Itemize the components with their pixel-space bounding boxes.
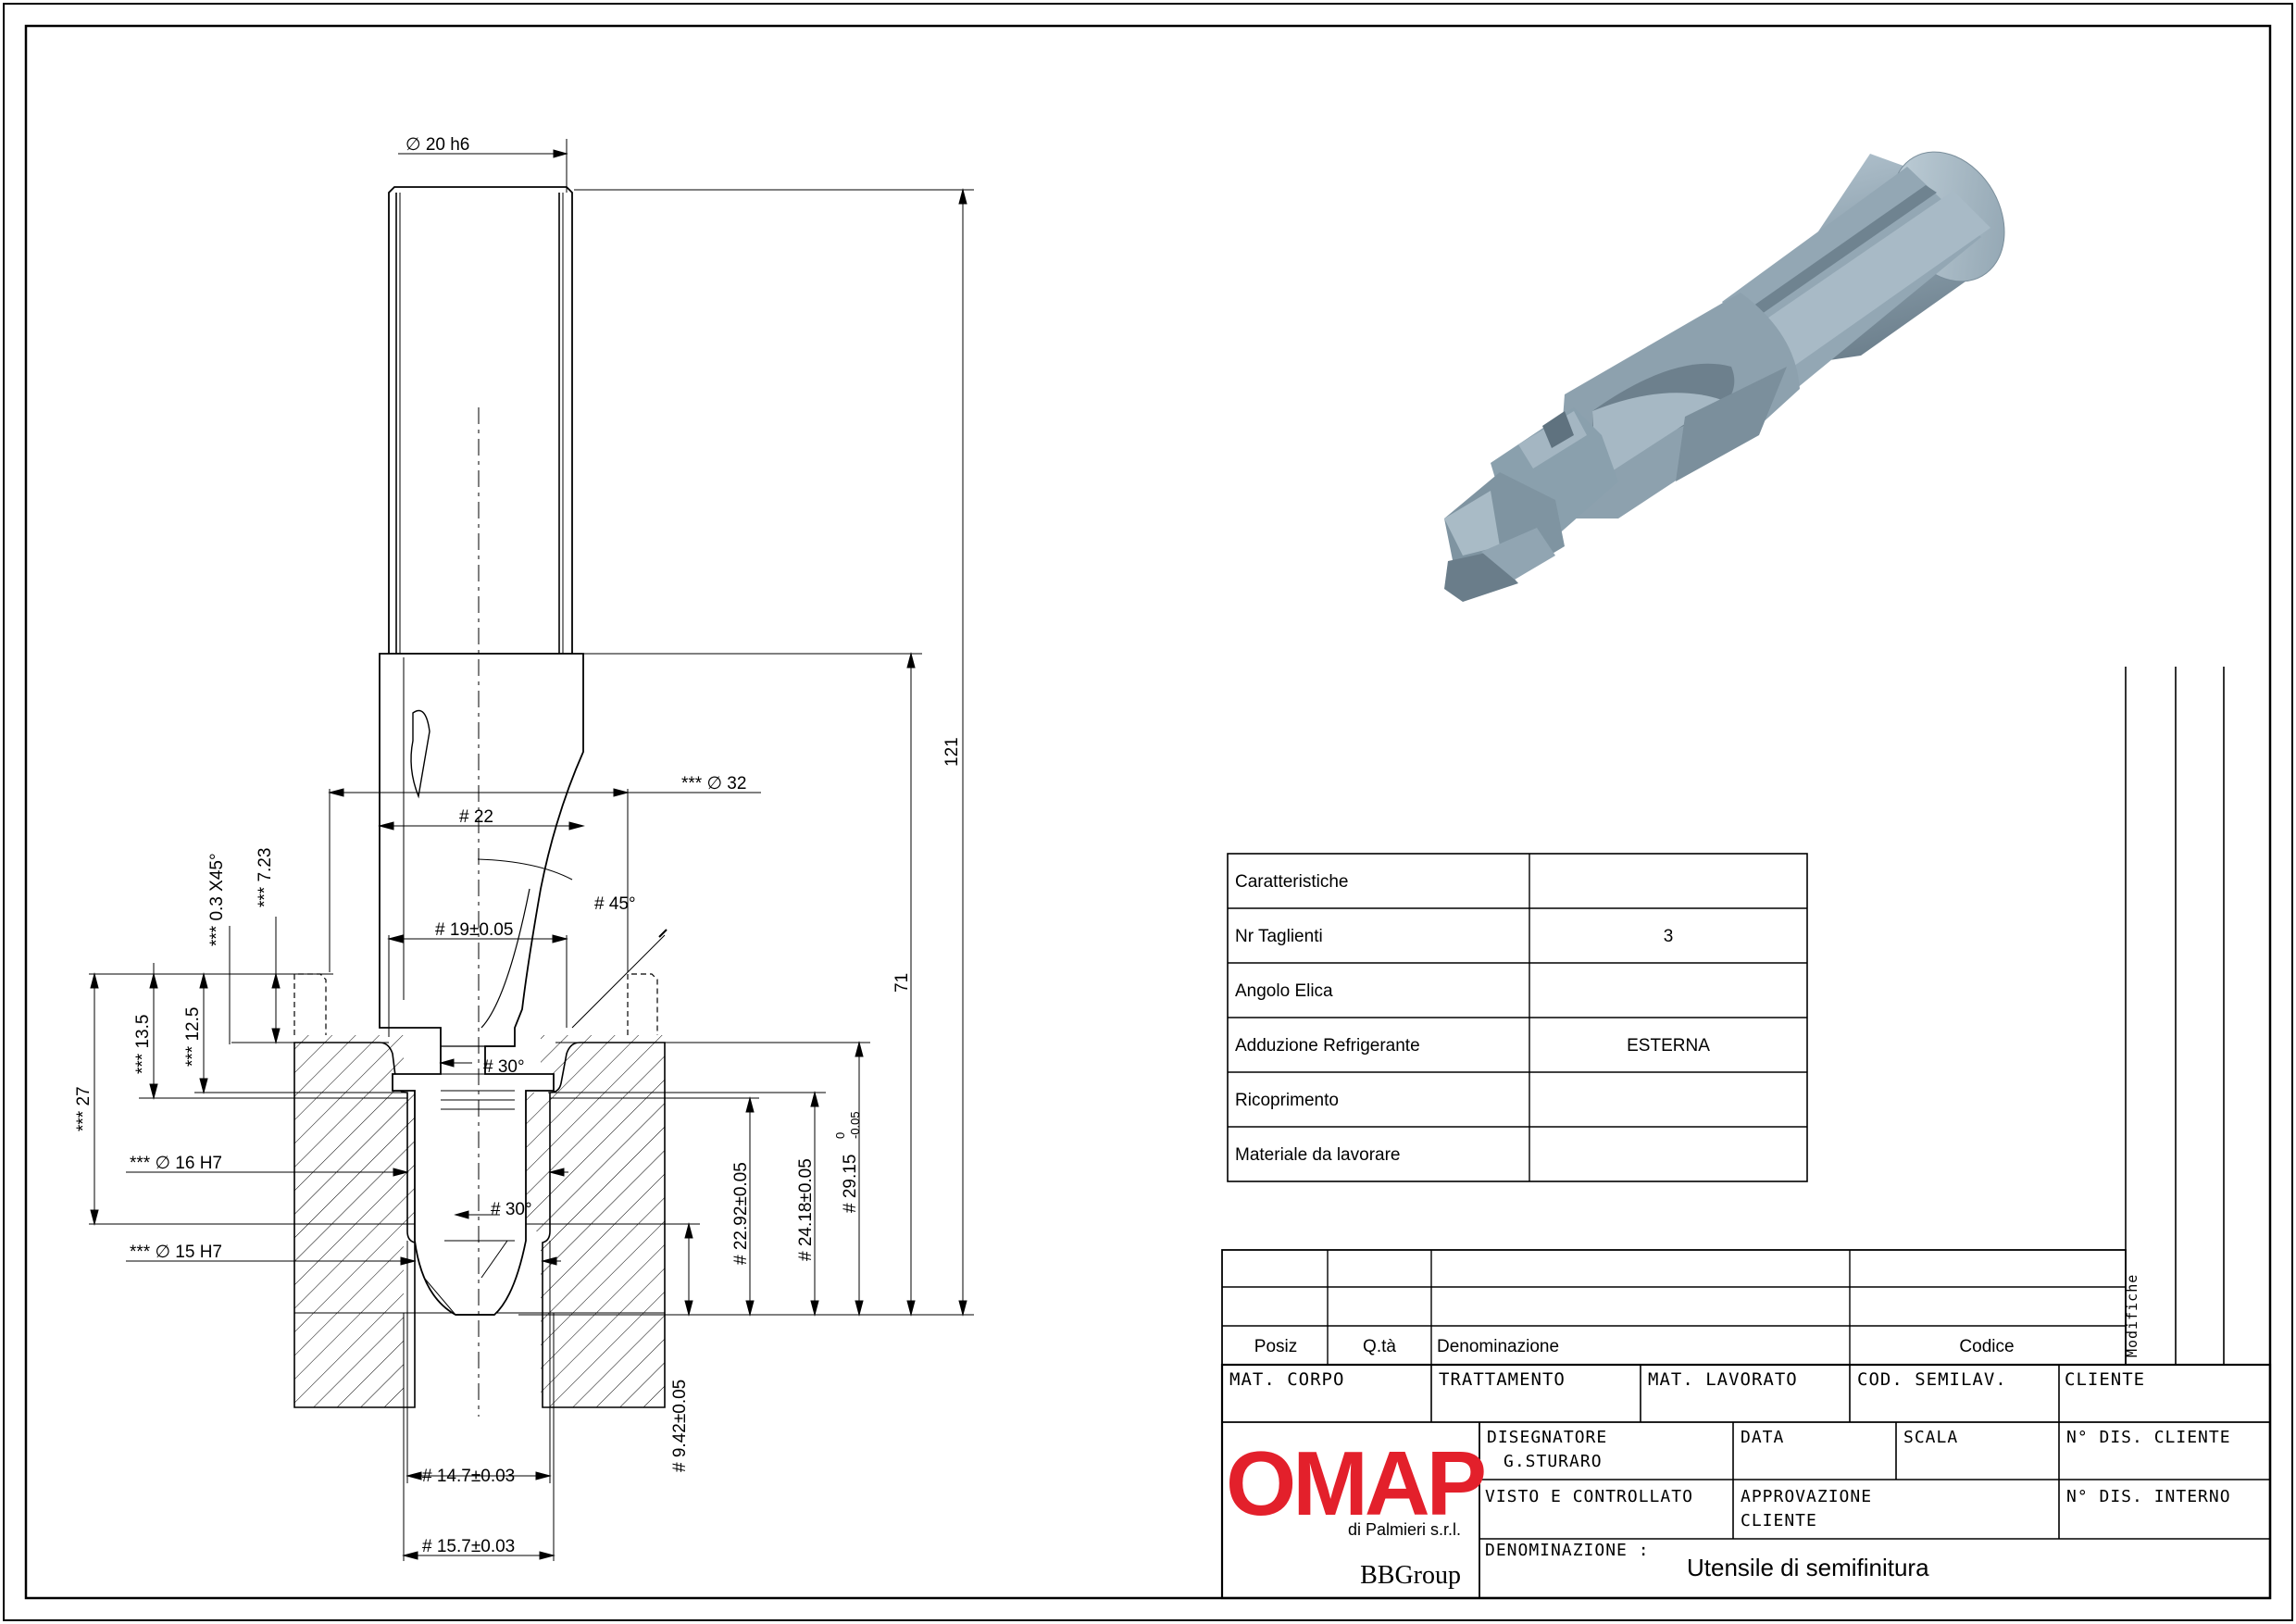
spec-label-angolo-elica: Angolo Elica: [1235, 981, 1333, 1001]
outer-border: [3, 3, 2293, 1621]
spec-label-nr-taglienti: Nr Taglienti: [1235, 927, 1323, 946]
disegnatore-label: DISEGNATORE: [1487, 1428, 1607, 1447]
dim-22-92: # 22.92±0.05: [731, 1162, 751, 1265]
dim-27: *** 27: [74, 1086, 94, 1131]
n-dis-interno-label: N° DIS. INTERNO: [2066, 1487, 2231, 1506]
title-block: [1220, 667, 2272, 1600]
disegnatore-name: G.STURARO: [1504, 1452, 1603, 1471]
dim-7-23: *** 7.23: [256, 848, 275, 907]
dim-16-h7: *** ∅ 16 H7: [130, 1154, 222, 1173]
spec-label-adduzione: Adduzione Refrigerante: [1235, 1036, 1420, 1056]
omap-logo-subtitle: di Palmieri s.r.l.: [1348, 1520, 1461, 1539]
col-denominazione: Denominazione: [1437, 1337, 1559, 1356]
n-dis-cliente-label: N° DIS. CLIENTE: [2066, 1428, 2231, 1447]
mat-lavorato-label: MAT. LAVORATO: [1648, 1369, 1798, 1390]
visto-controllato-label: VISTO E CONTROLLATO: [1485, 1487, 1693, 1506]
col-posiz: Posiz: [1254, 1337, 1297, 1356]
spec-label-ricoprimento: Ricoprimento: [1235, 1091, 1339, 1110]
inner-border: [24, 24, 2272, 1600]
dim-diameter-32: *** ∅ 32: [681, 774, 746, 793]
denominazione-value: Utensile di semifinitura: [1687, 1554, 1929, 1581]
cliente-label: CLIENTE: [2065, 1369, 2145, 1390]
dim-15-h7: *** ∅ 15 H7: [130, 1243, 222, 1262]
dim-24-18: # 24.18±0.05: [796, 1158, 816, 1261]
denominazione-label: DENOMINAZIONE :: [1485, 1541, 1650, 1560]
dim-22: # 22: [459, 807, 493, 827]
trattamento-label: TRATTAMENTO: [1439, 1369, 1566, 1390]
spec-value-adduzione: ESTERNA: [1627, 1036, 1710, 1056]
spec-label-materiale: Materiale da lavorare: [1235, 1145, 1400, 1165]
dim-14-7: # 14.7±0.03: [422, 1467, 515, 1486]
modifiche-label: Modifiche: [2124, 1274, 2140, 1357]
dim-19: # 19±0.05: [435, 920, 513, 940]
section-view: [89, 139, 974, 1561]
workpiece-left-hatch: [294, 1035, 404, 1407]
dim-12-5: *** 12.5: [183, 1007, 203, 1067]
mat-corpo-label: MAT. CORPO: [1229, 1369, 1344, 1390]
dim-15-7: # 15.7±0.03: [422, 1537, 515, 1556]
dimension-labels: ∅ 20 h6 121 71 *** ∅ 32 # 22 # 45° # 19±…: [74, 135, 962, 1556]
specs-table: Caratteristiche Nr Taglienti Angolo Elic…: [1227, 853, 1808, 1182]
bbgroup-label: BBGroup: [1360, 1561, 1461, 1590]
dim-29-15-group: # 29.15 0 -0.05: [833, 1111, 862, 1213]
dim-chamfer: *** 0.3 X45°: [207, 853, 227, 946]
workpiece-right-hatch: [541, 1035, 665, 1407]
col-qta: Q.tà: [1363, 1337, 1396, 1356]
dim-29-15: # 29.15: [841, 1155, 860, 1213]
cod-semilav-label: COD. SEMILAV.: [1857, 1369, 2007, 1390]
dim-71: 71: [892, 973, 912, 993]
dim-13-5: *** 13.5: [133, 1015, 153, 1074]
approvazione-label: APPROVAZIONE: [1741, 1487, 1872, 1506]
omap-logo: OMAP di Palmieri s.r.l. BBGroup: [1226, 1432, 1489, 1590]
spec-value-nr-taglienti: 3: [1664, 927, 1674, 946]
title-block-text: Modifiche Posiz Q.tà Denominazione Codic…: [1229, 1274, 2231, 1581]
dim-30-lower: # 30°: [491, 1200, 532, 1219]
dimension-lines: [89, 139, 974, 1561]
dim-29-15-tol-upper: 0: [833, 1132, 847, 1139]
dim-30-upper: # 30°: [483, 1057, 525, 1077]
dim-9-42: # 9.42±0.05: [670, 1380, 690, 1472]
tool-shank: [388, 186, 573, 655]
dim-diameter-20h6: ∅ 20 h6: [406, 135, 469, 155]
approvazione-cliente-label: CLIENTE: [1741, 1511, 1817, 1530]
tool-3d-render: [1444, 151, 2005, 602]
dim-29-15-tol-lower: -0.05: [848, 1111, 862, 1139]
data-label: DATA: [1741, 1428, 1784, 1447]
scala-label: SCALA: [1903, 1428, 1958, 1447]
col-codice: Codice: [1959, 1337, 2014, 1356]
dim-121: 121: [942, 737, 962, 767]
omap-logo-text: OMAP: [1226, 1432, 1485, 1534]
dim-45-deg: # 45°: [594, 894, 636, 914]
spec-label-caratteristiche: Caratteristiche: [1235, 872, 1349, 892]
